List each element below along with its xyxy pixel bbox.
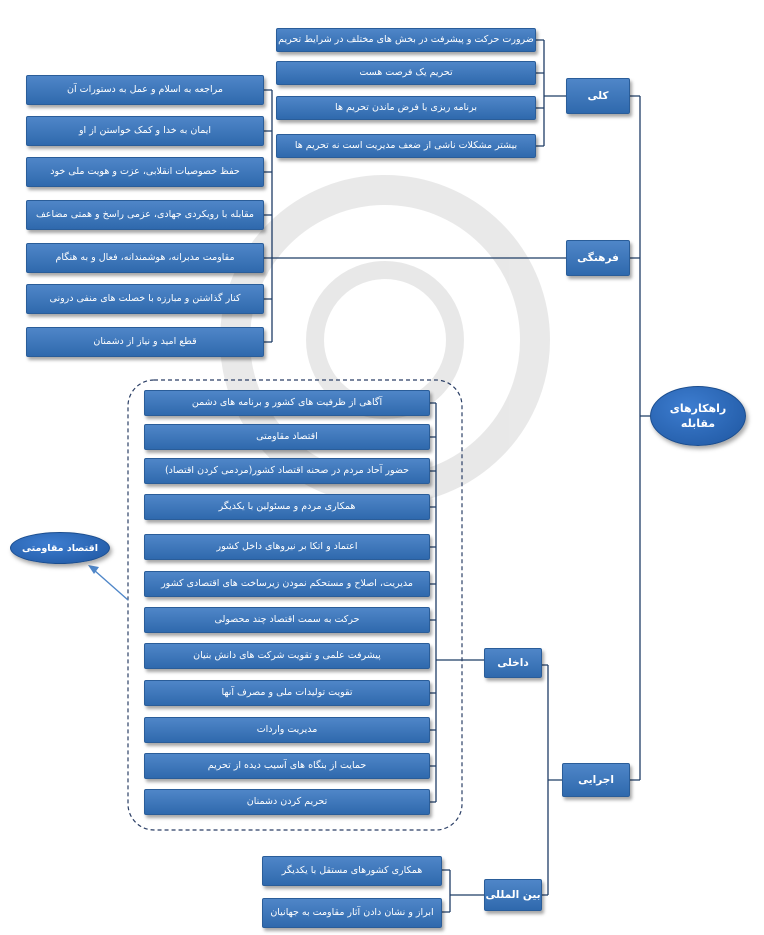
category-domestic: داخلی	[484, 648, 542, 678]
cultural-item: قطع امید و نیاز از دشمنان	[26, 327, 264, 357]
domestic-group-frame	[127, 379, 463, 831]
general-item: برنامه ریزی با فرض ماندن تحریم ها	[276, 96, 536, 120]
general-item: تحریم یک فرصت هست	[276, 61, 536, 85]
cultural-item: مراجعه به اسلام و عمل به دستورات آن	[26, 75, 264, 105]
international-item: ابراز و نشان دادن آثار مقاومت به جهانیان	[262, 898, 442, 928]
cultural-item: ایمان به خدا و کمک خواستن از او	[26, 116, 264, 146]
cultural-item: حفظ خصوصیات انقلابی، عزت و هویت ملی خود	[26, 157, 264, 187]
cultural-item: مقاومت مدبرانه، هوشمندانه، فعال و به هنگ…	[26, 243, 264, 273]
international-item: همکاری کشورهای مستقل با یکدیگر	[262, 856, 442, 886]
connector-lines	[264, 39, 650, 913]
arrow-to-note	[88, 565, 129, 601]
domestic-item: آگاهی از ظرفیت های کشور و برنامه های دشم…	[144, 390, 430, 416]
root-node: راهکارهای مقابله	[650, 386, 746, 446]
domestic-item: مدیریت واردات	[144, 717, 430, 743]
general-item: بیشتر مشکلات ناشی از ضعف مدیریت است نه ت…	[276, 134, 536, 158]
domestic-item: اقتصاد مقاومتی	[144, 424, 430, 450]
domestic-item: تحریم کردن دشمنان	[144, 789, 430, 815]
domestic-item: حضور آحاد مردم در صحنه اقتصاد کشور(مردمی…	[144, 458, 430, 484]
resistance-economy-note: اقتصاد مقاومتی	[10, 532, 110, 564]
general-item: ضرورت حرکت و پیشرفت در بخش های مختلف در …	[276, 28, 536, 52]
domestic-item: تقویت تولیدات ملی و مصرف آنها	[144, 680, 430, 706]
domestic-item: حرکت به سمت اقتصاد چند محصولی	[144, 607, 430, 633]
cultural-item: مقابله با رویکردی جهادی، عزمی راسخ و همت…	[26, 200, 264, 230]
category-executive: اجرایی	[562, 763, 630, 797]
domestic-item: اعتماد و اتکا بر نیروهای داخل کشور	[144, 534, 430, 560]
category-cultural: فرهنگی	[566, 240, 630, 276]
cultural-item: کنار گذاشتن و مبارزه با خصلت های منفی در…	[26, 284, 264, 314]
domestic-item: همکاری مردم و مسئولین با یکدیگر	[144, 494, 430, 520]
domestic-item: مدیریت، اصلاح و مستحکم نمودن زیرساخت های…	[144, 571, 430, 597]
domestic-item: حمایت از بنگاه های آسیب دیده از تحریم	[144, 753, 430, 779]
category-general: کلی	[566, 78, 630, 114]
category-international: بین المللی	[484, 879, 542, 911]
domestic-item: پیشرفت علمی و تقویت شرکت های دانش بنیان	[144, 643, 430, 669]
